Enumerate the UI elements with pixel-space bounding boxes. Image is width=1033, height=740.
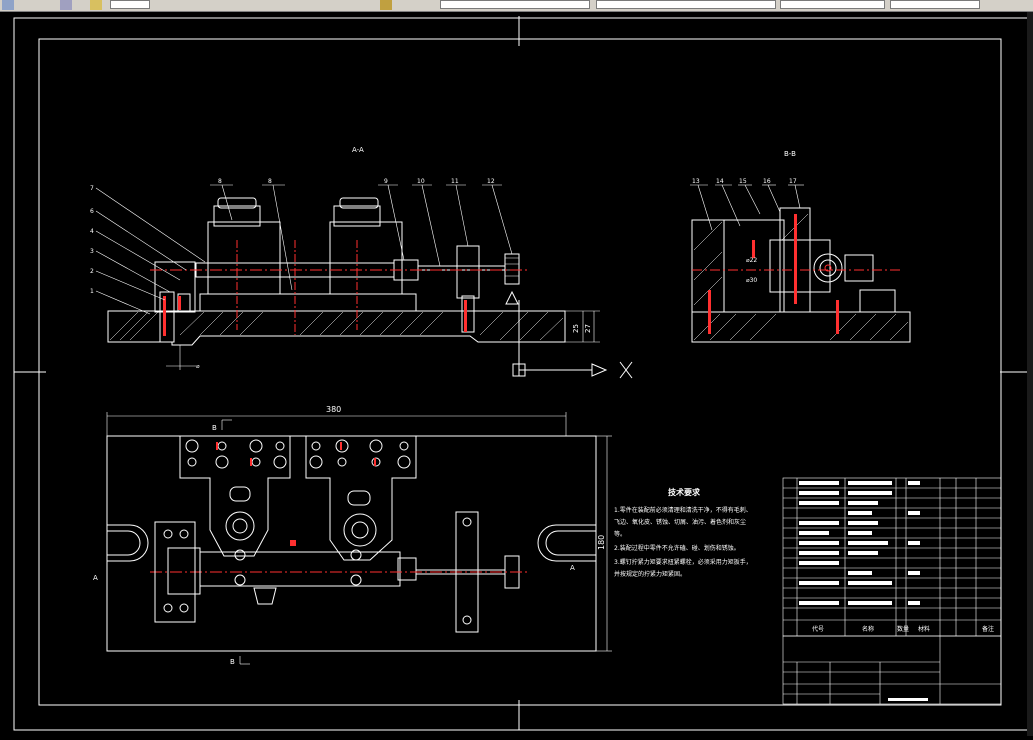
title-block — [782, 477, 1002, 705]
outer-border — [13, 17, 1029, 731]
bom-col-name: 名称 — [862, 625, 874, 633]
tech-line-6: 并按规定的拧紧力矩紧固。 — [614, 570, 686, 578]
balloon-16: 16 — [763, 178, 771, 185]
dia-30-label: ⌀30 — [746, 277, 757, 284]
layer-select[interactable] — [110, 0, 150, 9]
lineweight-select[interactable] — [780, 0, 885, 9]
dim-25-label: 25 — [572, 324, 580, 333]
tech-title: 技术要求 — [668, 487, 701, 497]
tech-line-2: 飞边、氧化皮、锈蚀、切屑、油污、着色剂和灰尘 — [614, 518, 746, 526]
balloon-1: 1 — [90, 288, 94, 295]
dim-height-label: 180 — [597, 535, 606, 550]
balloon-7: 7 — [90, 185, 94, 192]
dim-27-label: 27 — [584, 324, 592, 333]
section-b-bottom: B — [230, 658, 235, 666]
section-b-top: B — [212, 424, 217, 432]
balloon-2: 2 — [90, 268, 94, 275]
balloon-14: 14 — [716, 178, 724, 185]
section-a-left: A — [93, 574, 98, 582]
layer-icon[interactable] — [60, 0, 72, 10]
bom-header: 代号 名称 数量 材料 备注 — [812, 625, 994, 633]
balloon-10: 10 — [417, 178, 425, 185]
vertical-scrollbar[interactable] — [1027, 12, 1033, 736]
bom-col-note: 备注 — [982, 625, 994, 633]
tech-line-4: 2.装配过程中零件不允许磕、碰、划伤和锈蚀。 — [614, 544, 740, 552]
dim-width-label: 380 — [326, 405, 341, 414]
tech-line-1: 1.零件在装配前必须清理和清洗干净，不得有毛刺、 — [614, 506, 752, 514]
balloon-3: 3 — [90, 248, 94, 255]
balloon-6: 6 — [90, 208, 94, 215]
ucs-icon — [512, 300, 633, 379]
balloon-12: 12 — [487, 178, 495, 185]
inner-border — [38, 38, 1002, 706]
balloon-9: 9 — [384, 178, 388, 185]
view-bb: B-B ⌀22 ⌀30 — [690, 150, 911, 343]
toolbar-icon[interactable] — [2, 0, 14, 10]
tech-line-5: 3.螺钉拧紧力矩要求扭紧螺栓，必须采用力矩扳手， — [614, 558, 752, 566]
cad-toolbar — [0, 0, 1033, 12]
sheet-center-marks — [14, 16, 1030, 730]
bom-col-code: 代号 — [812, 625, 824, 633]
engineering-drawing: A-A — [13, 16, 1030, 731]
tech-line-3: 等。 — [614, 530, 626, 538]
bom-col-qty: 数量 — [897, 625, 909, 633]
bom-entries — [799, 481, 928, 701]
bom-col-material: 材料 — [918, 625, 930, 633]
balloon-11: 11 — [451, 178, 459, 185]
color-select[interactable] — [440, 0, 590, 9]
plotstyle-select[interactable] — [890, 0, 980, 9]
balloon-15: 15 — [739, 178, 747, 185]
drawing-canvas[interactable]: A-A — [0, 12, 1033, 736]
balloon-4: 4 — [90, 228, 94, 235]
view-aa: A-A — [90, 146, 600, 370]
match-icon[interactable] — [380, 0, 392, 10]
section-a-right: A — [570, 564, 575, 572]
dia-bottom-label: ⌀ — [196, 363, 200, 370]
dia-22-label: ⌀22 — [746, 257, 757, 264]
balloon-13: 13 — [692, 178, 700, 185]
layer-state-icon[interactable] — [90, 0, 102, 10]
view-plan: 380 180 — [93, 405, 612, 666]
view-bb-title: B-B — [784, 150, 796, 158]
balloon-8b: 8 — [268, 178, 272, 185]
hatching — [109, 311, 564, 341]
view-aa-title: A-A — [352, 146, 364, 154]
technical-requirements: 技术要求 1.零件在装配前必须清理和清洗干净，不得有毛刺、 飞边、氧化皮、锈蚀、… — [614, 487, 752, 578]
balloon-17: 17 — [789, 178, 797, 185]
linetype-select[interactable] — [596, 0, 776, 9]
balloon-8a: 8 — [218, 178, 222, 185]
